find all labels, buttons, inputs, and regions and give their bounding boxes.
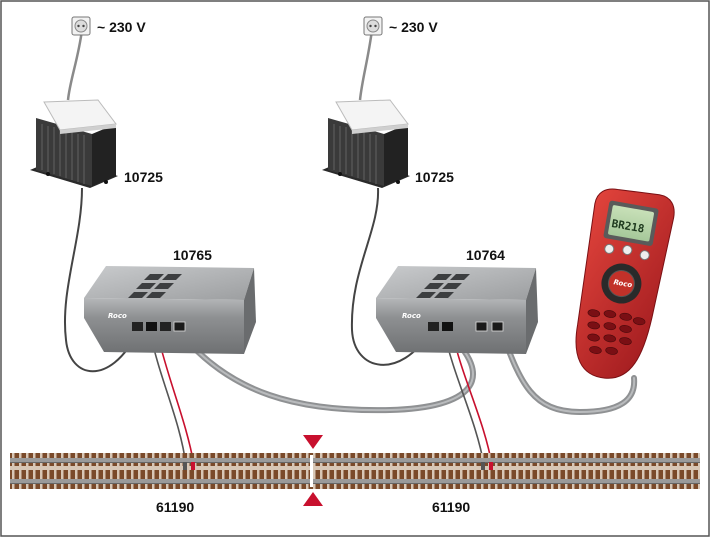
- track-feeder-label-left: 61190: [156, 499, 194, 515]
- booster-right: Roco: [376, 266, 538, 354]
- railway-track: [10, 453, 700, 489]
- power-outlet-icon: [363, 16, 383, 36]
- booster-brand-left: Roco: [108, 312, 127, 320]
- booster-label-left: 10765: [173, 247, 212, 263]
- controller-brand: Roco: [613, 278, 633, 289]
- transformer-label-left: 10725: [124, 169, 163, 185]
- controller-display: BR218: [611, 217, 646, 236]
- transformer-cord-right: [350, 187, 431, 366]
- transformer-right: [322, 99, 410, 188]
- triangle-marker-icon: [303, 492, 323, 506]
- mains-label-left: ~ 230 V: [97, 19, 146, 35]
- booster-label-right: 10764: [466, 247, 505, 263]
- booster-brand-right: Roco: [402, 312, 421, 320]
- mains-cord-left: [66, 29, 84, 101]
- transformer-cord-left: [64, 187, 137, 373]
- handheld-controller: BR218 Roco: [575, 188, 675, 379]
- track-feeder-label-right: 61190: [432, 499, 470, 515]
- track-feeder-right: [481, 462, 493, 470]
- power-outlet-icon: [71, 16, 91, 36]
- transformer-left: [30, 99, 118, 188]
- triangle-marker-icon: [303, 435, 323, 449]
- track-feeder-left: [183, 462, 195, 470]
- booster-left: Roco: [84, 266, 256, 354]
- transformer-label-right: 10725: [415, 169, 454, 185]
- mains-label-right: ~ 230 V: [389, 19, 438, 35]
- mains-cord-right: [358, 29, 374, 101]
